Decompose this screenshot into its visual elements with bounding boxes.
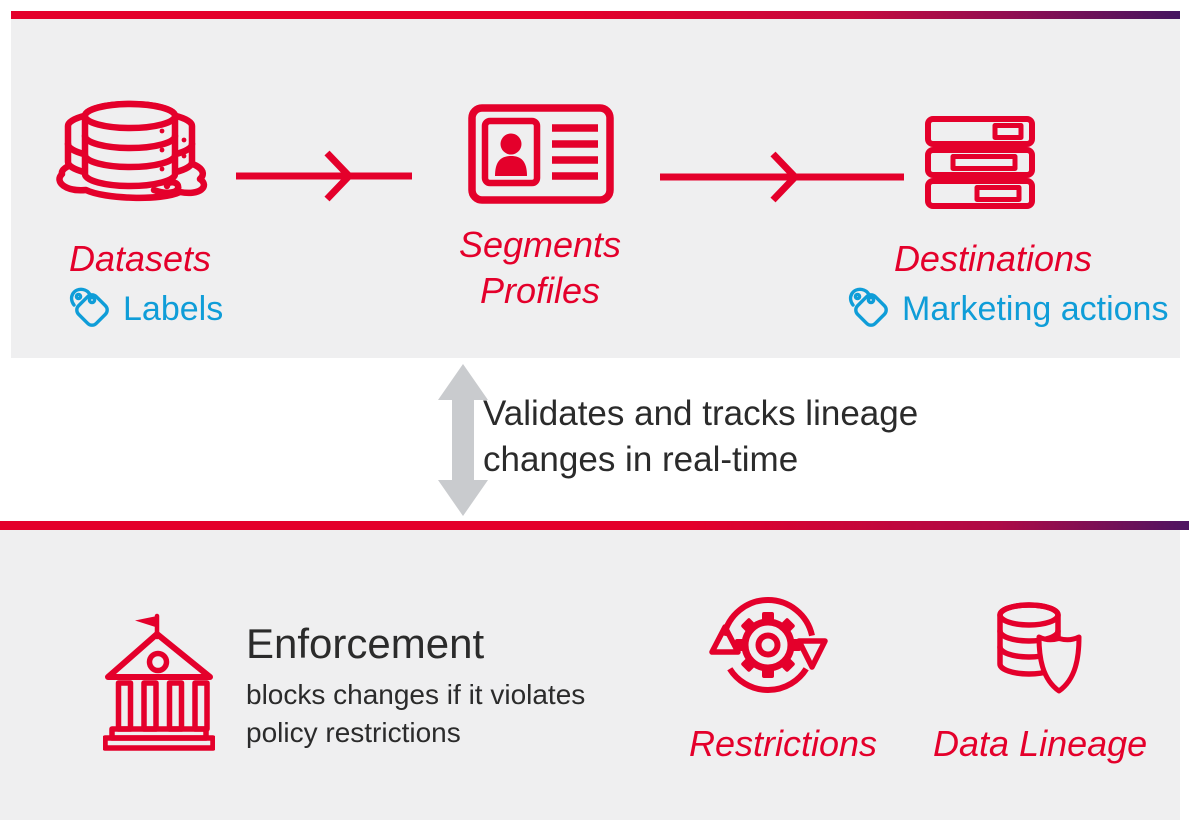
- datasets-label: Datasets: [68, 238, 212, 279]
- tag-icon: [845, 284, 891, 330]
- destinations-tag-label: Marketing actions: [902, 290, 1169, 328]
- validation-text-line1: Validates and tracks lineage: [483, 394, 919, 433]
- gear-cycle-icon: [707, 586, 829, 708]
- enforcement-description: blocks changes if it violates policy res…: [246, 676, 585, 752]
- enforcement-description-line1: blocks changes if it violates: [246, 679, 586, 710]
- server-stack-icon: [925, 116, 1035, 211]
- enforcement-description-line2: policy restrictions: [246, 717, 461, 748]
- destinations-label: Destinations: [893, 238, 1093, 279]
- database-shield-icon: [995, 600, 1087, 700]
- gradient-bar-middle: [0, 521, 1189, 530]
- validation-text-line2: changes in real-time: [483, 440, 799, 479]
- double-arrow-vertical-icon: [436, 363, 490, 517]
- arrow-right-icon: [235, 140, 415, 212]
- profile-card-icon: [468, 104, 614, 204]
- segments-label-line1: Segments: [458, 224, 622, 265]
- tag-icon: [66, 284, 112, 330]
- data-lineage-label: Data Lineage: [933, 723, 1148, 764]
- datasets-tag-label: Labels: [123, 290, 224, 328]
- gradient-bar-top: [11, 11, 1180, 19]
- arrow-right-icon: [659, 141, 907, 213]
- validation-text: Validates and tracks lineage changes in …: [483, 391, 918, 483]
- segments-label-line2: Profiles: [479, 270, 601, 311]
- segments-label: Segments Profiles: [440, 222, 640, 314]
- restrictions-label: Restrictions: [689, 723, 878, 764]
- bank-icon: [103, 611, 215, 753]
- enforcement-title: Enforcement: [246, 620, 485, 667]
- data-lake-icon: [54, 98, 210, 208]
